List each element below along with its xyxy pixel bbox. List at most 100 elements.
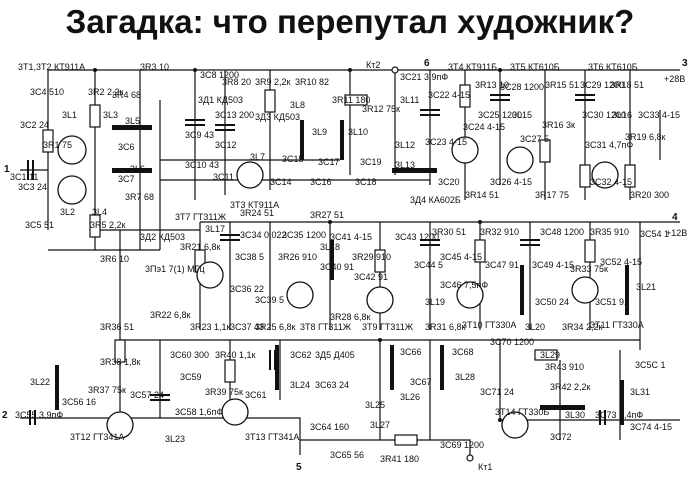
resistor <box>394 434 418 446</box>
label-r15: 3R15 51 <box>545 80 579 90</box>
label-r31: 3R31 6,8к <box>425 322 466 332</box>
resistor <box>534 349 558 361</box>
capacitor <box>420 109 440 116</box>
label-c39: 3С39 5 <box>255 295 284 305</box>
label-l29: 3L29 <box>540 350 560 360</box>
label-r10: 3R10 82 <box>295 77 329 87</box>
transistor-vt2 <box>57 175 87 205</box>
label-c20: 3С20 <box>438 177 460 187</box>
label-c68: 3С68 <box>452 347 474 357</box>
label-c47: 3С47 91 <box>485 260 519 270</box>
label-c1: 3С1 11 <box>10 172 38 182</box>
label-r30: 3R30 51 <box>432 227 466 237</box>
inductor-l24 <box>275 345 279 390</box>
transistor-t10 <box>456 281 484 309</box>
inductor-l20 <box>520 265 524 315</box>
label-c46: 3С46 7,5пФ <box>440 280 488 290</box>
resistors <box>42 84 636 446</box>
label-c42: 3С42 91 <box>354 272 388 282</box>
resistor <box>89 104 101 128</box>
transistor-t4 <box>451 136 479 164</box>
label-r9: 3R9 2,2к <box>255 77 291 87</box>
capacitor <box>215 124 235 131</box>
node-5: 5 <box>296 462 302 473</box>
label-c73: 3С73 2,4пФ <box>595 410 643 420</box>
label-c15: 3С15 <box>282 154 304 164</box>
label-vt1vt2: 3Т1,3Т2 КТ911А <box>18 62 85 72</box>
label-c26: 3С26 4-15 <box>490 177 532 187</box>
label-t3: 3Т3 КТ911А <box>230 200 279 210</box>
label-c65: 3С65 56 <box>330 450 364 460</box>
label-t9: 3Т9 ГТ311Ж <box>362 322 414 332</box>
transistor-t6 <box>591 161 619 189</box>
inductor-l26 <box>390 345 394 390</box>
label-c61: 3С61 <box>245 390 267 400</box>
label-c58: 3С58 1,6пФ <box>175 407 223 417</box>
label-r5: 3R5 2,2к <box>90 220 126 230</box>
inductor-l22 <box>55 365 59 410</box>
label-r22: 3R22 6,8к <box>150 310 191 320</box>
transistor-t9 <box>366 286 394 314</box>
label-r3: 3R3 10 <box>140 62 169 72</box>
label-d3: 3Д3 КД503 <box>255 112 300 122</box>
resistor <box>584 239 596 263</box>
label-c40: 3С40 91 <box>320 262 354 272</box>
transistor-t12 <box>106 411 134 439</box>
label-l6: 3L6 <box>130 164 145 174</box>
label-c29: 3С29 1200 <box>580 80 624 90</box>
label-r33: 3R33 75к <box>570 264 608 274</box>
label-t13: 3Т13 ГТ341А <box>245 432 299 442</box>
resistor <box>344 94 368 106</box>
label-c66: 3С66 <box>400 347 422 357</box>
label-t11: 3Т11 ГТ330А <box>590 320 644 330</box>
inductor-l28 <box>440 345 444 390</box>
resistor <box>474 239 486 263</box>
terminal-kt2 <box>391 66 399 74</box>
inductor-l13 <box>392 168 437 173</box>
terminal-kt1 <box>466 454 474 462</box>
label-c67: 3С67 <box>410 377 432 387</box>
label-r19: 3R19 6,8к <box>625 132 666 142</box>
capacitor <box>599 410 606 425</box>
rail-plus28: +28В <box>664 74 685 84</box>
label-l31: 3L31 <box>630 387 650 397</box>
label-r18: 3R18 51 <box>610 80 644 90</box>
label-r42: 3R42 2,2к <box>550 382 591 392</box>
label-c41: 3С41 4-15 <box>330 232 372 242</box>
label-r28: 3R28 6,8к <box>330 312 371 322</box>
label-l17: 3L17 <box>205 224 225 234</box>
transistor-t14 <box>501 411 529 439</box>
label-c8: 3С8 1200 <box>200 70 239 80</box>
label-c32: 3С32 4-15 <box>590 177 632 187</box>
label-c72: 3С72 <box>550 432 572 442</box>
label-c18: 3С18 <box>355 177 377 187</box>
label-r32: 3R32 910 <box>480 227 519 237</box>
label-l2: 3L2 <box>60 207 75 217</box>
label-t7: 3Т7 ГТ311Ж <box>175 212 227 222</box>
label-t14: 3Т14 ГТ330Б <box>495 407 549 417</box>
transistors <box>57 135 619 439</box>
resistor <box>459 84 471 108</box>
transistor-t3 <box>236 161 264 189</box>
capacitors <box>27 94 606 425</box>
label-l21: 3L21 <box>636 282 656 292</box>
label-c49: 3С49 4-15 <box>532 260 574 270</box>
label-r16: 3R16 3к <box>542 120 575 130</box>
label-t6: 3Т6 КТ610Б <box>588 62 638 72</box>
label-l20: 3L20 <box>525 322 545 332</box>
label-c71: 3С71 24 <box>480 387 514 397</box>
label-c54: 3С54 1 <box>640 229 669 239</box>
resistor <box>42 129 54 153</box>
label-c50: 3С50 24 <box>535 297 569 307</box>
label-c28: 3С28 1200 <box>500 82 544 92</box>
label-l23: 3L23 <box>165 434 185 444</box>
label-r35: 3R35 910 <box>590 227 629 237</box>
label-c30: 3С30 1200 <box>582 110 626 120</box>
inductors <box>55 120 629 425</box>
label-c13: 3С13 200 <box>215 110 254 120</box>
label-l30: 3L30 <box>565 410 585 420</box>
label-r38: 3R38 1,8к <box>100 357 141 367</box>
label-c44: 3С44 5 <box>414 260 443 270</box>
label-l4: 3L4 <box>92 207 107 217</box>
